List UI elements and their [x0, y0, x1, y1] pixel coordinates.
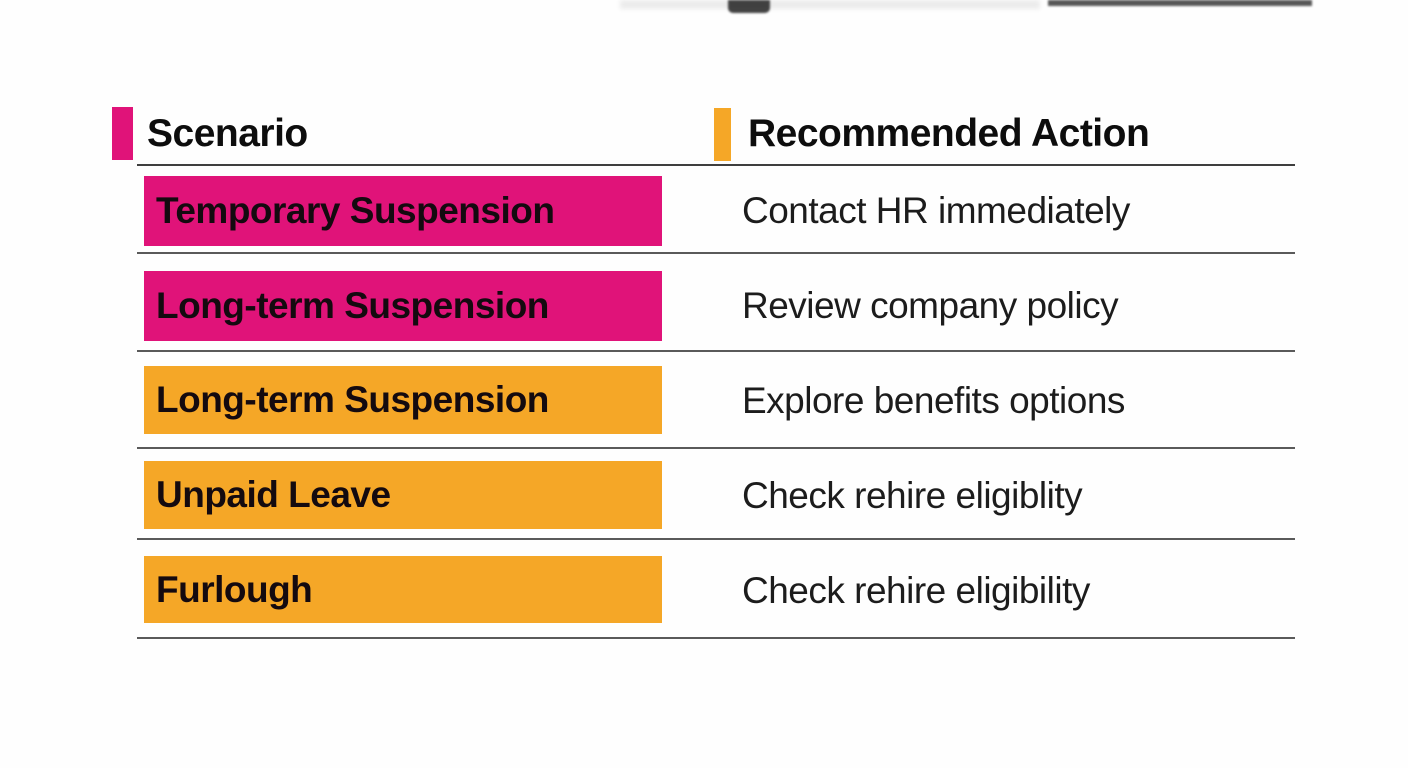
- scenario-column-header: Scenario: [147, 112, 308, 155]
- cropped-text-artifact: [1048, 0, 1312, 6]
- action-column-header: Recommended Action: [748, 112, 1150, 155]
- scenario-cell: Furlough: [144, 556, 662, 623]
- action-label: Contact HR immediately: [742, 190, 1130, 231]
- scenario-cell: Long-term Suspension: [144, 366, 662, 434]
- action-header-accent-swatch: [714, 108, 731, 161]
- scenario-label: Furlough: [156, 568, 313, 610]
- row-divider: [137, 538, 1295, 540]
- scenario-label: Unpaid Leave: [156, 474, 391, 515]
- scenario-cell: Unpaid Leave: [144, 461, 662, 529]
- scenario-header-accent-swatch: [112, 107, 133, 160]
- row-divider: [137, 252, 1295, 254]
- cropped-text-artifact: [728, 0, 770, 13]
- scenario-cell: Temporary Suspension: [144, 176, 662, 246]
- row-divider: [137, 637, 1295, 639]
- action-label: Check rehire eligibility: [742, 570, 1090, 611]
- scenario-cell: Long-term Suspension: [144, 271, 662, 341]
- cropped-text-artifact: [620, 0, 1040, 9]
- row-divider: [137, 447, 1295, 449]
- action-label: Explore benefits options: [742, 380, 1125, 421]
- action-label: Check rehire eligiblity: [742, 475, 1083, 516]
- scenario-label: Temporary Suspension: [156, 190, 555, 231]
- action-label: Review company policy: [742, 285, 1119, 326]
- header-divider: [137, 164, 1295, 166]
- row-divider: [137, 350, 1295, 352]
- scenario-label: Long-term Suspension: [156, 379, 549, 420]
- scenario-label: Long-term Suspension: [156, 285, 549, 326]
